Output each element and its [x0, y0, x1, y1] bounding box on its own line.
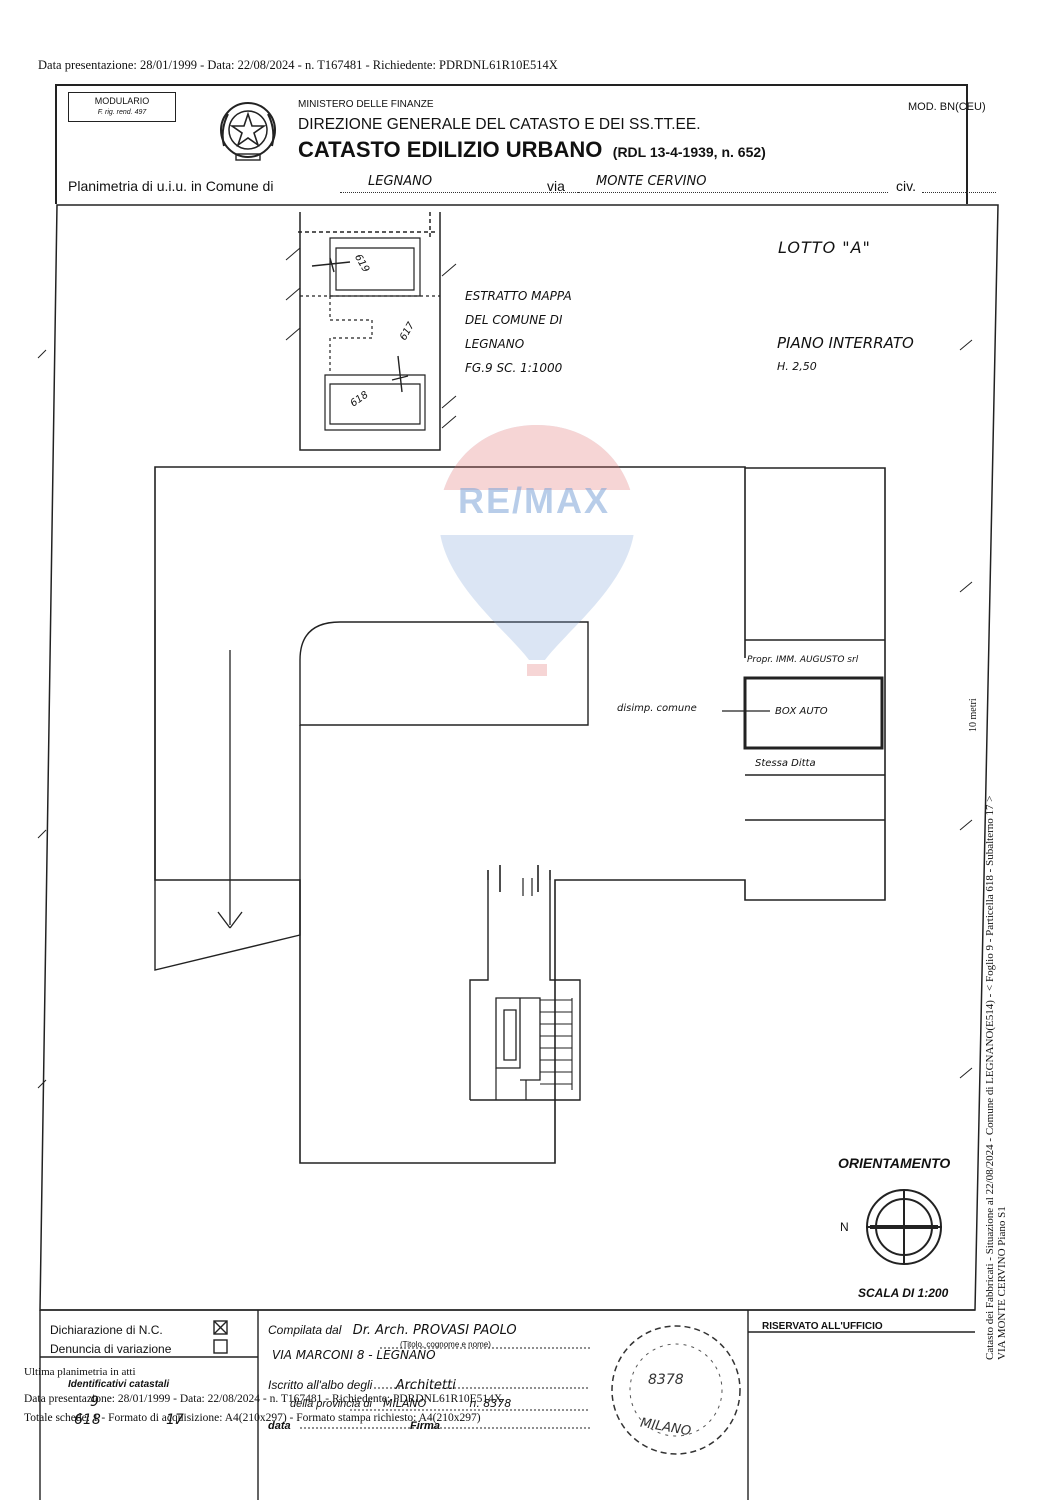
iscritto-text: Iscritto all'albo degli — [268, 1378, 373, 1392]
mod-code: MOD. BN(CEU) — [908, 101, 986, 113]
parcel-618 — [324, 374, 426, 431]
side-scale-meters: 10 metri — [968, 698, 979, 732]
compilata-label: Compilata dal Dr. Arch. PROVASI PAOLO — [268, 1323, 517, 1338]
stairwell — [469, 880, 581, 1101]
data-label: data — [268, 1420, 291, 1432]
denuncia-label: Denuncia di variazione — [50, 1342, 172, 1356]
provincia-text: della provincia di — [290, 1398, 372, 1410]
stessa-ditta-label: Stessa Ditta — [755, 758, 816, 769]
frame-left — [55, 84, 57, 204]
map-extract-line-2: DEL COMUNE DI — [465, 313, 563, 327]
height-label: H. 2,50 — [777, 360, 817, 373]
dich-nc-label: Dichiarazione di N.C. — [50, 1323, 163, 1337]
dots-1 — [340, 192, 602, 193]
map-extract-line-4: FG.9 SC. 1:1000 — [465, 361, 563, 375]
comune-value: LEGNANO — [368, 174, 433, 189]
overlay-line-2: Totale schede: 1 - Formato di acquisizio… — [24, 1412, 481, 1424]
stair-steps — [540, 998, 573, 1090]
disimpegno-area — [299, 621, 589, 726]
official-stamp — [611, 1325, 741, 1455]
parcel-617 — [300, 295, 440, 372]
stair-walls — [487, 865, 551, 892]
via-label: via — [547, 178, 565, 194]
subalterno-value: 17 — [166, 1412, 184, 1428]
catasto-title: CATASTO EDILIZIO URBANO (RDL 13-4-1939, … — [298, 137, 766, 163]
planimetria-line: Planimetria di u.i.u. in Comune di LEGNA… — [68, 174, 998, 202]
dots-2 — [578, 192, 888, 193]
box-auto-room — [743, 676, 884, 750]
map-extract-outline — [299, 212, 441, 451]
scale-label: SCALA DI 1:200 — [858, 1286, 949, 1300]
modulario-box: MODULARIO F. rig. rend. 497 — [68, 92, 176, 122]
compiler-address: VIA MARCONI 8 - LEGNANO — [272, 1348, 436, 1362]
remax-balloon-logo — [439, 425, 635, 676]
modulario-sub: F. rig. rend. 497 — [97, 109, 147, 116]
law-ref: (RDL 13-4-1939, n. 652) — [612, 144, 766, 160]
overlay-line-1: Data presentazione: 28/01/1999 - Data: 2… — [24, 1393, 503, 1405]
direction-label: DIREZIONE GENERALE DEL CATASTO E DEI SS.… — [298, 116, 701, 133]
frame-top — [55, 84, 967, 86]
compilata-text: Compilata dal — [268, 1323, 342, 1337]
map-extract-line-3: LEGNANO — [465, 337, 525, 351]
owner-label: Propr. IMM. AUGUSTO srl — [747, 655, 859, 665]
box-auto-label: BOX AUTO — [775, 706, 828, 717]
albo-number: n. 8378 — [469, 1397, 512, 1410]
titolo-hint: (Titolo, cognome e nome) — [400, 1340, 491, 1349]
piano-label: PIANO INTERRATO — [777, 334, 914, 352]
ultima-planimetria: Ultima planimetria in atti — [24, 1366, 136, 1378]
disimp-label: disimp. comune — [617, 703, 697, 714]
presentation-info: Data presentazione: 28/01/1999 - Data: 2… — [38, 58, 558, 72]
provincia-line: della provincia di MILANO n. 8378 — [290, 1397, 511, 1410]
footer-form-lines — [39, 1309, 975, 1500]
compiler-name: Dr. Arch. PROVASI PAOLO — [352, 1323, 517, 1338]
mod-code-a: MOD. BN — [908, 101, 956, 113]
provincia-value: MILANO — [383, 1397, 427, 1410]
stair-flight — [495, 997, 541, 1081]
ramp — [154, 610, 301, 971]
civ-label: civ. — [896, 178, 916, 194]
dots-3 — [922, 192, 996, 193]
ministry-label: MINISTERO DELLE FINANZE — [298, 99, 434, 110]
foglio-value: 9 — [90, 1394, 99, 1410]
orientamento-label: ORIENTAMENTO — [838, 1155, 951, 1171]
parcel-619 — [329, 237, 421, 297]
firma-label: Firma — [410, 1420, 440, 1432]
albo-value: Architetti — [395, 1378, 456, 1393]
riservato-label: RISERVATO ALL'UFFICIO — [762, 1321, 883, 1332]
ramp-arrow — [217, 650, 243, 929]
iscritto-line: Iscritto all'albo degli Architetti — [268, 1378, 456, 1393]
frame-right — [966, 84, 968, 204]
map-extract-line-1: ESTRATTO MAPPA — [465, 289, 572, 303]
side-cadastral-info: Catasto dei Fabbricati - Situazione al 2… — [984, 795, 996, 1360]
catasto-title-text: CATASTO EDILIZIO URBANO — [298, 137, 603, 162]
via-value: MONTE CERVINO — [596, 174, 707, 189]
stamp-number: 8378 — [648, 1372, 684, 1388]
republic-emblem-icon — [220, 102, 276, 161]
identificativi-label: Identificativi catastali — [68, 1379, 170, 1390]
mod-code-b: (CEU) — [955, 101, 986, 113]
watermark-text: RE/MAX — [458, 480, 611, 521]
modulario-title: MODULARIO — [94, 96, 150, 106]
lotto-label: LOTTO "A" — [778, 238, 871, 257]
planimetria-prefix: Planimetria di u.i.u. in Comune di — [68, 178, 274, 194]
north-label: N — [840, 1220, 849, 1234]
particella-value: 618 — [74, 1412, 101, 1428]
